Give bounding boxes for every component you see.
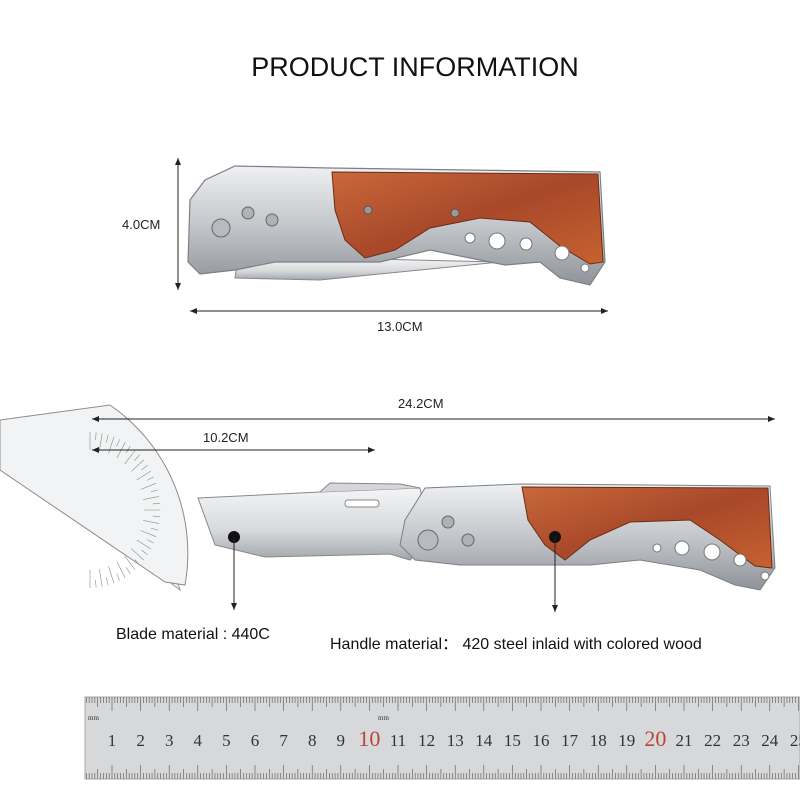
screw-icon (241, 206, 255, 220)
open-wood-handle (521, 486, 773, 569)
open-blade (197, 487, 431, 561)
ruler-unit-label: mm (88, 714, 99, 722)
screw-icon (211, 218, 231, 238)
ruler-number: 16 (533, 731, 550, 750)
blade-slot (344, 499, 380, 508)
protractor-tick (124, 555, 136, 570)
handle-hole (464, 232, 476, 244)
ruler-number: 21 (676, 731, 693, 750)
blade-material-label: Blade material : 440C (116, 626, 270, 643)
protractor-tick (143, 520, 160, 524)
protractor-tick (108, 566, 115, 584)
height-label: 4.0CM (122, 217, 161, 232)
length-label: 13.0CM (377, 319, 423, 334)
ruler-number: 11 (390, 731, 406, 750)
protractor-tick (134, 454, 140, 461)
ruler-number: 2 (136, 731, 145, 750)
ruler-number: 3 (165, 731, 174, 750)
rivet-icon (450, 208, 460, 218)
protractor-tick (136, 539, 151, 550)
open-knife-image (197, 482, 776, 591)
ruler-number: 13 (447, 731, 464, 750)
screw-icon (441, 515, 455, 529)
screw-icon (461, 533, 475, 547)
ruler-body (84, 696, 800, 780)
protractor-tick (146, 476, 154, 481)
rivet-icon (363, 205, 373, 215)
ruler-number: 14 (475, 731, 493, 750)
ruler-number: 25 (790, 731, 800, 750)
ruler-number: 4 (194, 731, 203, 750)
protractor-tick (152, 515, 160, 518)
handle-hole (554, 245, 570, 261)
ruler-number: 10 (358, 726, 380, 751)
handle-hole (703, 543, 721, 561)
protractor-tick (143, 496, 160, 500)
handle-hole (733, 553, 747, 567)
handle-hole (674, 540, 690, 556)
protractor-tick (131, 548, 144, 561)
ruler-number: 12 (418, 731, 435, 750)
screw-icon (417, 529, 439, 551)
protractor-tick (141, 549, 148, 555)
protractor-tick (116, 561, 126, 578)
handle-hole (580, 263, 590, 273)
ruler-number: 9 (337, 731, 346, 750)
handle-hole (760, 571, 770, 581)
protractor-tick (95, 579, 97, 588)
ruler-number: 23 (733, 731, 750, 750)
ruler-number: 8 (308, 731, 317, 750)
ruler-number: 15 (504, 731, 521, 750)
blade-serration (319, 482, 421, 493)
ruler-number: 19 (618, 731, 635, 750)
protractor-tick (140, 483, 157, 490)
folded-wood-handle (331, 171, 604, 265)
ruler-number: 6 (251, 731, 260, 750)
ruler-number: 5 (222, 731, 231, 750)
ruler-number: 1 (108, 731, 117, 750)
protractor-tick (116, 439, 120, 447)
protractor-tick (140, 530, 157, 537)
handle-hole (519, 237, 533, 251)
protractor-tick (125, 567, 131, 575)
protractor-tick (152, 502, 160, 505)
protractor-tick (106, 577, 109, 586)
ruler-number: 17 (561, 731, 579, 750)
ruler-number: 20 (644, 726, 666, 751)
page-title: PRODUCT INFORMATION (251, 52, 579, 82)
protractor-tick (141, 465, 148, 471)
protractor-tick (136, 470, 151, 481)
ruler-number: 7 (279, 731, 288, 750)
protractor-tick (95, 432, 97, 441)
protractor-tick (116, 573, 120, 581)
folded-knife-image (187, 165, 606, 286)
ruler-ticks (85, 697, 799, 779)
protractor-tick (131, 459, 144, 472)
protractor-tick (106, 434, 109, 443)
handle-material-label: Handle material： 420 steel inlaid with c… (330, 636, 702, 653)
total-length-label: 24.2CM (398, 396, 444, 411)
ruler-number: 18 (590, 731, 607, 750)
protractor-tick (150, 489, 158, 493)
handle-hole (488, 232, 506, 250)
ruler-number: 24 (761, 731, 779, 750)
ruler-number: 22 (704, 731, 721, 750)
protractor-tick (146, 539, 154, 544)
protractor-ticks (89, 432, 161, 588)
protractor-tick (134, 559, 140, 566)
protractor-front (0, 404, 189, 586)
blade-length-label: 10.2CM (203, 430, 249, 445)
protractor-image (0, 404, 189, 592)
ruler-unit-label: mm (378, 714, 389, 722)
protractor-tick (99, 569, 103, 587)
protractor-tick (150, 527, 158, 531)
handle-hole (652, 543, 662, 553)
screw-icon (265, 213, 279, 227)
